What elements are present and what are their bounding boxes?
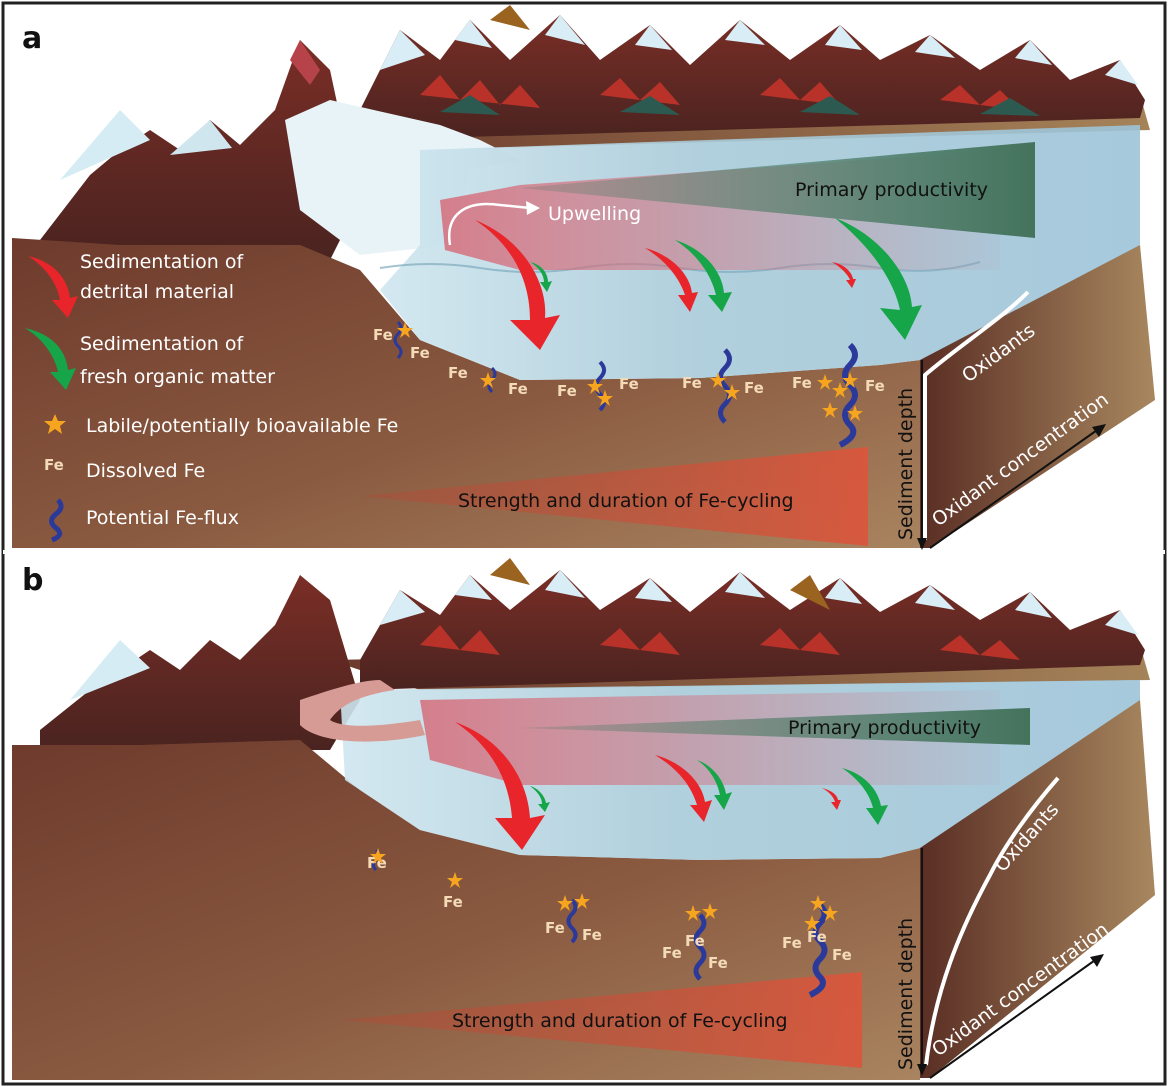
panel-a-detrital-arrow-2	[645, 248, 698, 312]
panel-a-fe-cycling-label: Strength and duration of Fe-cycling	[458, 490, 794, 512]
panel-a-mountains	[40, 5, 1145, 260]
panel-b-fe-cycling-label: Strength and duration of Fe-cycling	[452, 1010, 788, 1032]
panel-b-fe-5b: Fe	[807, 928, 827, 946]
legend-detrital-line2: detrital material	[80, 281, 234, 303]
panel-a-upwelling-arrowhead	[526, 201, 540, 215]
legend-labile-star-icon	[44, 414, 66, 434]
legend-dissolved-label: Dissolved Fe	[86, 460, 205, 482]
legend-organic-line1: Sedimentation of	[80, 333, 244, 355]
panel-b-side-block	[920, 700, 1155, 1078]
legend-organic-arrow-icon	[25, 328, 76, 390]
panel-a: Primary productivity Upwelling Strength …	[12, 5, 1155, 550]
panel-b-pink-plume	[420, 690, 1000, 785]
panel-a-organic-arrow-1	[530, 262, 552, 292]
panel-a-oxidant-arrowhead	[1092, 424, 1106, 437]
panel-a-fe-4a: Fe	[682, 374, 702, 392]
panel-b-organic-arrow-1	[530, 786, 550, 812]
panel-b-fe-4a: Fe	[662, 944, 682, 962]
legend-detrital-arrow-icon	[28, 256, 78, 318]
panel-a-organic-arrow-2	[675, 240, 732, 312]
panel-b-fe-3a: Fe	[545, 919, 565, 937]
legend-flux-icon	[49, 498, 64, 543]
panel-b-mountains	[40, 558, 1145, 750]
panel-b-fe-4b: Fe	[685, 932, 705, 950]
legend: Sedimentation of detrital material Sedim…	[25, 251, 398, 543]
panel-b-oxidant-curve	[924, 776, 1060, 1066]
panel-a-primary-productivity-wedge	[520, 142, 1035, 238]
panel-a-sediment-depth-label: Sediment depth	[895, 388, 917, 540]
panel-a-fe-5a: Fe	[792, 374, 812, 392]
panel-b-fe-cycling-wedge	[340, 972, 862, 1068]
panel-a-fe-1a: Fe	[373, 326, 393, 344]
panel-b-fe-3b: Fe	[582, 926, 602, 944]
legend-flux-label: Potential Fe-flux	[86, 507, 239, 529]
panel-b-detrital-arrow-1	[455, 722, 545, 850]
panel-a-organic-arrow-3	[835, 218, 922, 340]
panel-a-primary-productivity-label: Primary productivity	[795, 179, 988, 201]
panel-a-depth-arrowhead	[917, 538, 927, 550]
panel-a-fe-clusters: Fe Fe Fe Fe Fe Fe Fe Fe Fe Fe	[373, 320, 885, 448]
panel-b-organic-arrow-2	[697, 760, 732, 810]
panel-b-oxidant-arrowhead	[1090, 954, 1104, 967]
panel-b-primary-productivity-label: Primary productivity	[788, 717, 981, 739]
panel-a-upwelling-arrow	[447, 202, 531, 246]
panel-b-fe-2: Fe	[443, 893, 463, 911]
legend-organic-line2: fresh organic matter	[80, 366, 275, 388]
panel-a-fe-2b: Fe	[508, 380, 528, 398]
legend-dissolved-fe-symbol: Fe	[44, 456, 64, 474]
panel-a-fe-3a: Fe	[557, 382, 577, 400]
panel-a-fe-3b: Fe	[619, 375, 639, 393]
panel-a-fe-cycling-wedge	[360, 447, 868, 546]
panel-b-letter: b	[22, 563, 43, 598]
panel-a-detrital-arrow-1	[475, 220, 560, 350]
panel-b-organic-arrow-3	[842, 768, 888, 825]
panel-a-oxidant-axis	[929, 427, 1101, 549]
legend-detrital-line1: Sedimentation of	[80, 251, 244, 273]
panel-a-detrital-arrow-3	[832, 262, 856, 288]
panel-b-oxidant-axis	[929, 957, 1099, 1079]
panel-a-side-block	[920, 245, 1155, 548]
panel-b-sediment-depth-label: Sediment depth	[895, 918, 917, 1070]
panel-b-fe-5c: Fe	[832, 946, 852, 964]
panel-b-fe-clusters: Fe Fe Fe Fe Fe Fe Fe Fe Fe Fe	[367, 848, 852, 998]
panel-a-fe-2a: Fe	[448, 364, 468, 382]
panel-b-primary-productivity-wedge	[520, 708, 1030, 745]
panel-b-fe-4c: Fe	[708, 954, 728, 972]
panel-b-detrital-arrow-3	[822, 788, 841, 810]
panel-a-fe-1b: Fe	[410, 344, 430, 362]
panel-a-fe-4b: Fe	[744, 379, 764, 397]
panel-b-detrital-arrow-2	[655, 755, 712, 822]
panel-a-upwelling-label: Upwelling	[548, 203, 641, 225]
panel-a-oxidant-curve	[923, 290, 1030, 540]
legend-labile-label: Labile/potentially bioavailable Fe	[86, 415, 398, 437]
panel-a-glacier	[285, 100, 520, 255]
panel-b-fe-1: Fe	[367, 854, 387, 872]
panel-b-depth-arrowhead	[917, 1064, 927, 1076]
panel-b-fe-5a: Fe	[782, 934, 802, 952]
panel-a-letter: a	[22, 21, 42, 56]
panel-b-meltwater-channel	[300, 680, 425, 742]
panel-a-fe-5b: Fe	[865, 377, 885, 395]
